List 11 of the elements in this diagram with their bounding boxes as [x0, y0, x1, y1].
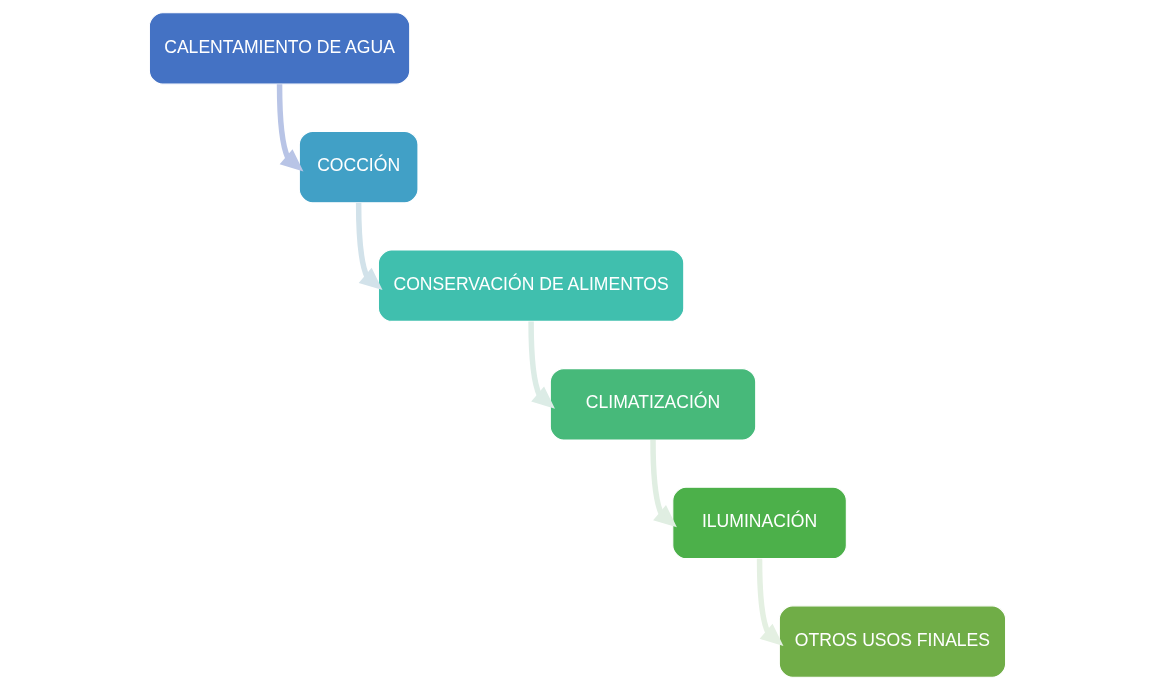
- node-box: OTROS USOS FINALES: [778, 605, 1006, 678]
- node-box: ILUMINACIÓN: [671, 486, 847, 560]
- node-box: COCCIÓN: [298, 130, 418, 204]
- node-box: CALENTAMIENTO DE AGUA: [148, 12, 410, 85]
- arrow: [756, 558, 783, 646]
- arrow: [276, 84, 303, 172]
- arrow: [527, 321, 555, 409]
- arrow: [649, 440, 677, 528]
- node-box: CONSERVACIÓN DE ALIMENTOS: [377, 249, 684, 322]
- arrow: [355, 202, 383, 291]
- node-box: CLIMATIZACIÓN: [549, 368, 756, 441]
